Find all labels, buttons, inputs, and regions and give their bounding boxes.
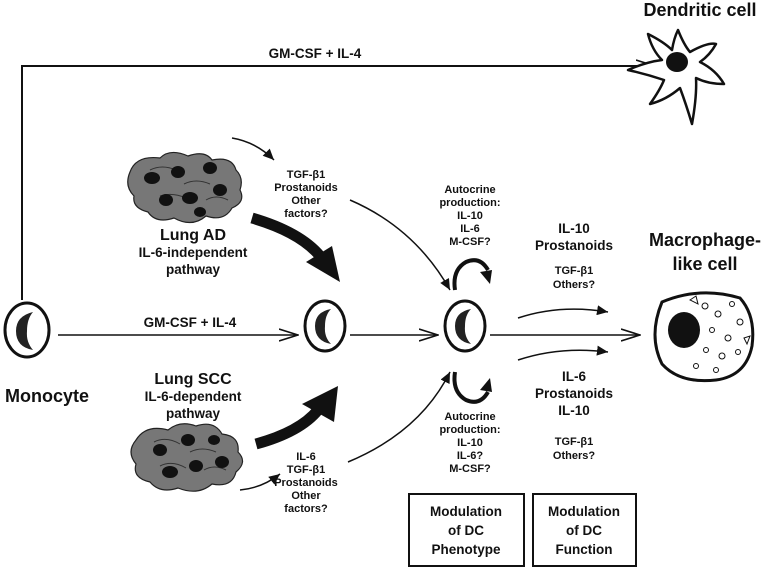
gmcsf-top-label: GM-CSF + IL-4 xyxy=(269,46,362,61)
lung-ad-line1: IL-6-independent xyxy=(139,245,248,260)
macrophage-label-line2: like cell xyxy=(672,254,737,274)
lung-ad-factors-to-cell-arrow xyxy=(349,199,451,291)
function-box-line: Function xyxy=(556,542,613,557)
dendritic-cell-label: Dendritic cell xyxy=(643,0,756,20)
right-bottom-line: IL-6 xyxy=(562,369,586,384)
autocrine-top-line: M-CSF? xyxy=(449,236,491,248)
lung-scc-factor-5: factors? xyxy=(284,503,328,515)
dendritic-cell-icon xyxy=(626,28,726,126)
lung-ad-factors: TGF-β1 Prostanoids Other factors? xyxy=(274,169,338,220)
lung-scc-factors: IL-6 TGF-β1 Prostanoids Other factors? xyxy=(274,451,338,515)
lung-scc-thick-arrow xyxy=(254,386,338,450)
lung-scc-factor-2: TGF-β1 xyxy=(287,464,326,476)
autocrine-bottom-line: IL-6? xyxy=(457,450,484,462)
right-top-line: TGF-β1 xyxy=(555,265,594,277)
lung-ad-factor-2: Prostanoids xyxy=(274,182,338,194)
lung-ad-factor-4: factors? xyxy=(284,208,328,220)
lung-scc-tumor-cells-icon xyxy=(130,423,244,492)
gmcsf-top-pathway-arrow xyxy=(21,66,655,300)
autocrine-bottom-line: IL-10 xyxy=(457,437,483,449)
lung-scc-factor-4: Other xyxy=(291,490,321,502)
lung-scc-factors-to-cell-arrow xyxy=(347,371,451,463)
monocyte-label: Monocyte xyxy=(5,386,89,406)
right-top-line: Others? xyxy=(553,279,595,291)
lung-ad-title: Lung AD xyxy=(160,227,226,244)
right-top-line: IL-10 xyxy=(558,221,590,236)
autocrine-bottom-line: M-CSF? xyxy=(449,463,491,475)
lung-scc-factor-1: IL-6 xyxy=(296,451,316,463)
autocrine-bottom-circular-arrow xyxy=(452,371,492,404)
lung-ad-factor-3: Other xyxy=(291,195,321,207)
autocrine-bottom-line: production: xyxy=(439,424,500,436)
macrophage-label-line1: Macrophage- xyxy=(649,230,761,250)
lung-scc-title: Lung SCC xyxy=(154,371,232,388)
autocrine-bottom-text: Autocrine production: IL-10 IL-6? M-CSF? xyxy=(439,411,500,475)
autocrine-top-line: IL-10 xyxy=(457,210,483,222)
autocrine-top-line: production: xyxy=(439,197,500,209)
autocrine-top-circular-arrow xyxy=(452,258,492,291)
lung-ad-factor-1: TGF-β1 xyxy=(287,169,326,181)
right-top-line: Prostanoids xyxy=(535,238,613,253)
lung-scc-line2: pathway xyxy=(166,406,221,421)
lung-ad-thick-arrow xyxy=(250,212,340,282)
intermediate-cell-icon xyxy=(303,299,347,353)
modulation-dc-phenotype-box: Modulation of DC Phenotype xyxy=(408,493,525,567)
monocyte-icon xyxy=(3,301,51,359)
autocrine-top-line: IL-6 xyxy=(460,223,480,235)
phenotype-box-line: Phenotype xyxy=(431,542,501,557)
lung-ad-secretion-arrow xyxy=(231,137,275,161)
autocrine-bottom-line: Autocrine xyxy=(444,411,495,423)
curved-arrow-upper xyxy=(517,305,609,319)
right-cytokines-bottom: IL-6 Prostanoids IL-10 TGF-β1 Others? xyxy=(535,369,613,462)
right-bottom-line: IL-10 xyxy=(558,403,590,418)
right-bottom-line: Prostanoids xyxy=(535,386,613,401)
right-bottom-line: TGF-β1 xyxy=(555,436,594,448)
gmcsf-middle-label: GM-CSF + IL-4 xyxy=(144,315,237,330)
phenotype-box-line: Modulation xyxy=(430,504,502,519)
modulated-dc-cell-icon xyxy=(443,299,487,353)
autocrine-top-text: Autocrine production: IL-10 IL-6 M-CSF? xyxy=(439,184,500,248)
autocrine-top-line: Autocrine xyxy=(444,184,495,196)
lung-scc-secretion-arrow xyxy=(239,473,281,491)
modulation-dc-function-box: Modulation of DC Function xyxy=(532,493,637,567)
function-box-line: Modulation xyxy=(548,504,620,519)
lung-ad-tumor-cells-icon xyxy=(127,151,243,224)
function-box-line: of DC xyxy=(566,523,602,538)
curved-arrow-lower xyxy=(517,345,609,361)
lung-scc-factor-3: Prostanoids xyxy=(274,477,338,489)
right-cytokines-top: IL-10 Prostanoids TGF-β1 Others? xyxy=(535,221,613,291)
phenotype-box-line: of DC xyxy=(448,523,484,538)
macrophage-cell-icon xyxy=(653,291,755,383)
right-bottom-line: Others? xyxy=(553,450,595,462)
lung-scc-line1: IL-6-dependent xyxy=(145,389,242,404)
lung-ad-line2: pathway xyxy=(166,262,221,277)
